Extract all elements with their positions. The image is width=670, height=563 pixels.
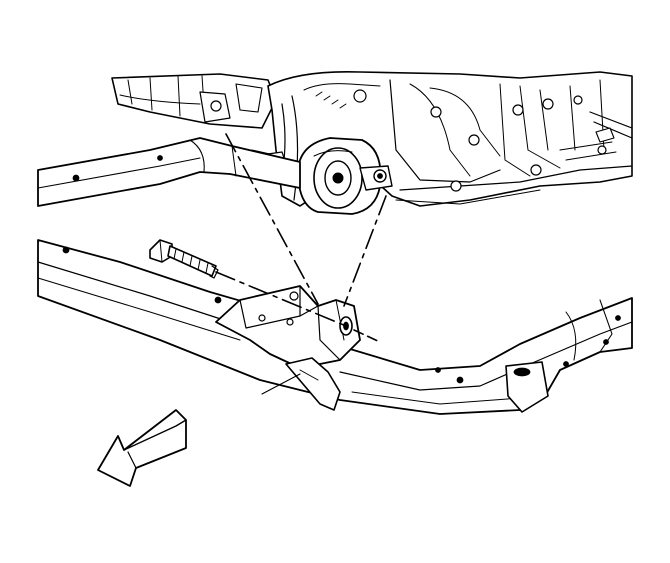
guide-line-right (343, 195, 387, 307)
guide-line-bolt (215, 271, 347, 327)
transmission-mount-bolt (149, 239, 219, 279)
transmission-mount (251, 137, 393, 215)
guide-line-bolt-out (353, 329, 381, 343)
drivetrain-frame-crossmember (37, 137, 633, 415)
guide-line-left (225, 133, 319, 305)
front-of-vehicle-arrow (97, 409, 187, 487)
assembly-guide-lines (215, 133, 387, 343)
